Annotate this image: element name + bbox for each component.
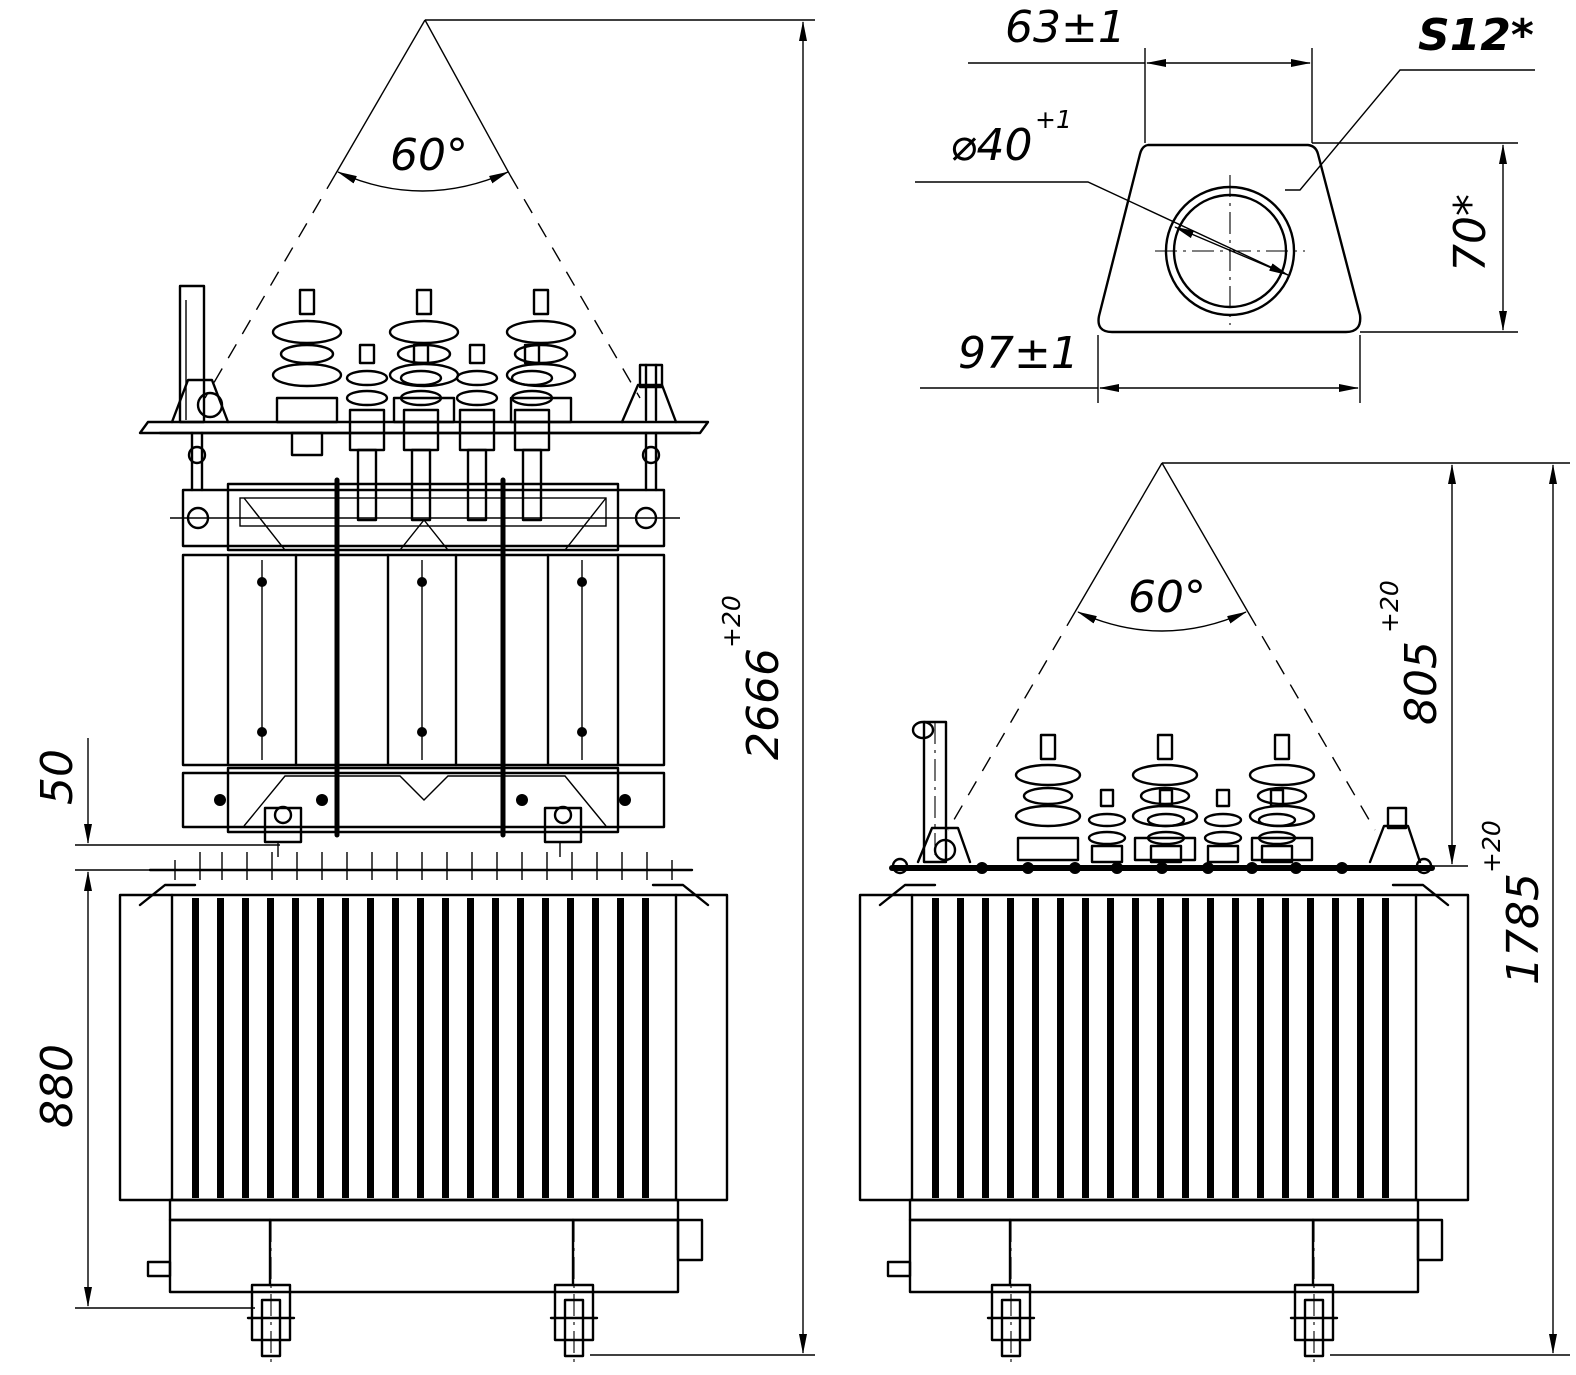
hv-bushing-icon xyxy=(388,288,460,424)
lifting-angle-lines xyxy=(204,19,641,399)
hv-bushing-icon xyxy=(1014,733,1082,862)
terminal-top-width-label: 63±1 xyxy=(1005,2,1126,53)
angle-label-left: 60° xyxy=(390,130,468,181)
terminal-plate-detail xyxy=(915,48,1535,403)
body-height-label: 1785 xyxy=(1498,873,1549,985)
tank-height-label: 880 xyxy=(32,1044,83,1128)
terminal-thickness-label: S12* xyxy=(1418,10,1534,61)
expander-pipe-icon xyxy=(911,720,972,864)
terminal-hole-dia-label: ⌀40 xyxy=(950,120,1032,171)
lv-bushing-icon xyxy=(1257,788,1297,864)
total-height-label: 2666 xyxy=(738,648,789,760)
tank-left-view xyxy=(118,852,729,1368)
lv-bushing-icon xyxy=(1087,788,1127,864)
clearance-label: 50 xyxy=(32,749,83,805)
support-foot-icon xyxy=(263,805,303,844)
terminal-height-label: 70* xyxy=(1445,194,1496,272)
bushing-height-tolerance: +20 xyxy=(1375,580,1404,633)
right-dimensions xyxy=(1162,462,1570,1356)
total-height-tolerance: +20 xyxy=(717,595,746,648)
body-height-tolerance: +20 xyxy=(1477,820,1506,873)
valve-icon xyxy=(620,363,678,424)
expander-pipe-icon xyxy=(170,284,230,424)
radiator-fins xyxy=(192,898,649,1198)
lifting-angle-lines xyxy=(947,462,1376,831)
bushing-height-label: 805 xyxy=(1396,641,1447,725)
hv-bushing-icon xyxy=(271,288,343,457)
angle-label-right: 60° xyxy=(1128,572,1206,623)
left-dimensions xyxy=(75,19,815,1356)
terminal-bottom-width-label: 97±1 xyxy=(958,328,1079,379)
active-part-view: 60° xyxy=(138,19,710,857)
terminal-hole-tolerance: +1 xyxy=(1035,105,1072,134)
lv-bushing-icon xyxy=(1203,788,1243,864)
assembled-view xyxy=(858,462,1470,1368)
radiator-fins xyxy=(932,898,1389,1198)
hv-bushing-icon xyxy=(505,288,577,424)
hv-bushing-icon xyxy=(1131,733,1199,862)
valve-icon xyxy=(1368,806,1422,864)
lv-bushing-icon xyxy=(1146,788,1186,864)
support-foot-icon xyxy=(543,805,583,844)
